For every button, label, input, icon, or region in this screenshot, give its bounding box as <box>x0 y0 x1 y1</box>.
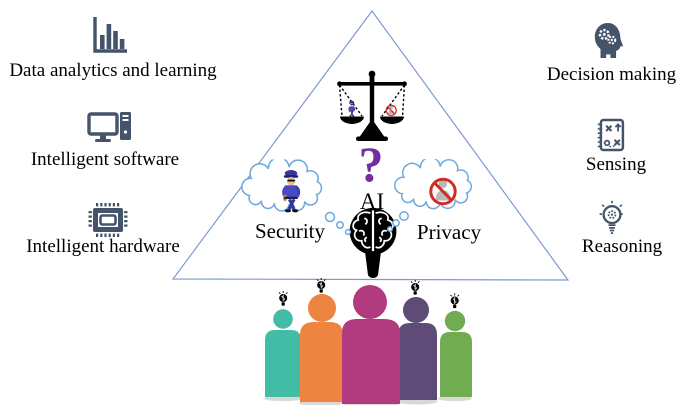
feature-label-data-analytics: Data analytics and learning <box>9 60 217 81</box>
person-orange <box>300 294 343 402</box>
person-magenta <box>342 285 400 404</box>
feature-label-reasoning: Reasoning <box>581 236 663 257</box>
balance-scale-icon <box>337 70 407 141</box>
privacy-prohibition-mini-icon <box>385 104 397 117</box>
police-officer-icon <box>277 168 304 214</box>
mini-bulb-icon <box>316 278 326 294</box>
feature-label-sensing: Sensing <box>585 154 647 175</box>
mini-bulb-icon <box>278 291 288 307</box>
question-mark: ? <box>358 136 384 192</box>
strategy-icon <box>597 118 625 152</box>
idea-bulb-icon <box>599 200 625 234</box>
mini-bulb-icon <box>410 280 420 296</box>
people-group <box>264 278 472 405</box>
person-teal <box>265 309 301 397</box>
feature-label-intelligent-software: Intelligent software <box>30 149 180 170</box>
computer-icon <box>87 112 131 142</box>
person-green <box>440 310 472 397</box>
feature-label-decision-making: Decision making <box>546 64 677 85</box>
privacy-label: Privacy <box>416 220 482 244</box>
mini-bulb-icon <box>449 293 460 309</box>
thought-bubbles <box>324 211 409 236</box>
person-purple <box>398 297 437 400</box>
chip-icon <box>88 203 128 237</box>
no-person-icon <box>428 173 458 208</box>
feature-label-intelligent-hardware: Intelligent hardware <box>26 236 180 257</box>
head-gears-icon <box>594 23 624 58</box>
security-label: Security <box>255 219 325 243</box>
security-officer-mini-icon <box>348 100 356 117</box>
bar-chart-icon <box>93 17 127 53</box>
